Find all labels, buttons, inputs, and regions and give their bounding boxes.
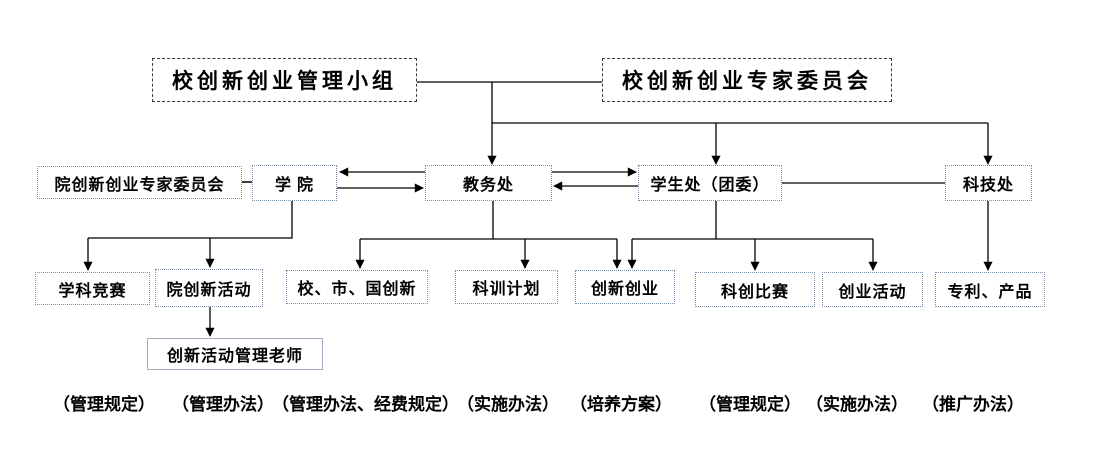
node-college: 学 院 <box>252 165 337 201</box>
node-sci-training-plan: 科训计划 <box>455 270 558 304</box>
footnote-management-rules-1: （管理规定） <box>53 395 155 414</box>
node-academic-affairs: 教务处 <box>425 165 552 201</box>
node-subject-competition: 学科竞赛 <box>35 272 150 305</box>
footnote-promotion-measures: （推广办法） <box>922 395 1024 414</box>
node-mgmt-group: 校创新创业管理小组 <box>152 58 417 102</box>
footnote-implementation-2: （实施办法） <box>806 395 908 414</box>
node-expert-committee: 校创新创业专家委员会 <box>602 58 892 102</box>
node-entrepreneurship-activity: 创业活动 <box>822 272 923 307</box>
footnote-training-plan: （培养方案） <box>570 395 672 414</box>
footnote-implementation-1: （实施办法） <box>457 395 559 414</box>
node-activity-manage-teacher: 创新活动管理老师 <box>147 338 323 370</box>
aa-branch-bus <box>360 201 617 240</box>
footnote-management-rules-2: （管理规定） <box>699 395 801 414</box>
footnote-measures-funding: （管理办法、经费规定） <box>272 395 459 414</box>
footnote-management-measures: （管理办法） <box>172 395 274 414</box>
node-student-affairs: 学生处（团委） <box>638 165 782 201</box>
node-college-expert-committee: 院创新创业专家委员会 <box>37 166 242 199</box>
node-college-innovation: 院创新活动 <box>155 269 263 307</box>
node-patents-products: 专利、产品 <box>935 272 1045 307</box>
college-branch-bus <box>88 201 293 239</box>
node-school-city-national: 校、市、国创新 <box>286 270 428 304</box>
node-innovation-entrepreneurship: 创新创业 <box>575 270 675 304</box>
node-sci-tech-office: 科技处 <box>945 165 1032 201</box>
sa-branch-bus <box>632 201 873 240</box>
node-sci-innovation-competition: 科创比赛 <box>695 272 815 307</box>
